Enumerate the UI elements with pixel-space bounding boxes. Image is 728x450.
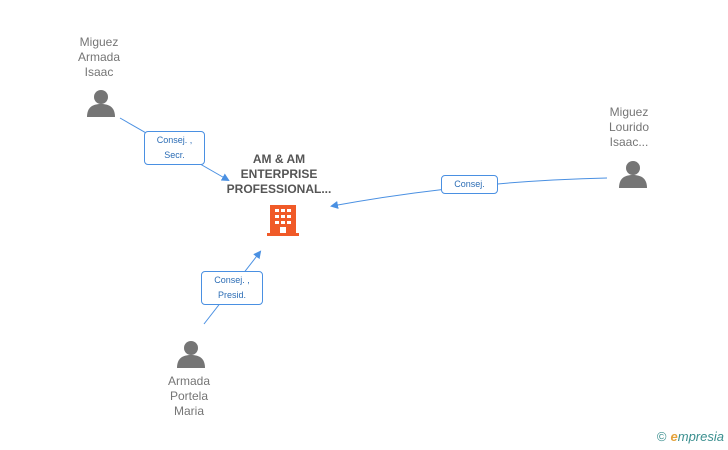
role-label-consej-secr[interactable]: Consej. , Secr. <box>144 131 205 165</box>
company-name[interactable]: AM & AM ENTERPRISE PROFESSIONAL... <box>226 152 332 196</box>
copyright-symbol: © <box>656 429 667 444</box>
person-icon[interactable] <box>618 159 648 189</box>
building-icon[interactable] <box>267 203 299 237</box>
role-label-consej-presid[interactable]: Consej. , Presid. <box>201 271 263 305</box>
person-name-miguez-lourido[interactable]: Miguez Lourido Isaac... <box>608 105 650 149</box>
brand-logo: empresia <box>671 429 724 444</box>
brand-rest: mpresia <box>677 429 724 444</box>
person-icon[interactable] <box>86 88 116 118</box>
brand-initial: e <box>670 429 678 444</box>
person-icon[interactable] <box>176 339 206 369</box>
role-label-consej[interactable]: Consej. <box>441 175 498 194</box>
person-name-miguez-armada[interactable]: Miguez Armada Isaac <box>77 35 121 79</box>
person-name-armada-portela[interactable]: Armada Portela Maria <box>167 374 211 418</box>
empresia-brand[interactable]: © empresia <box>657 429 724 444</box>
